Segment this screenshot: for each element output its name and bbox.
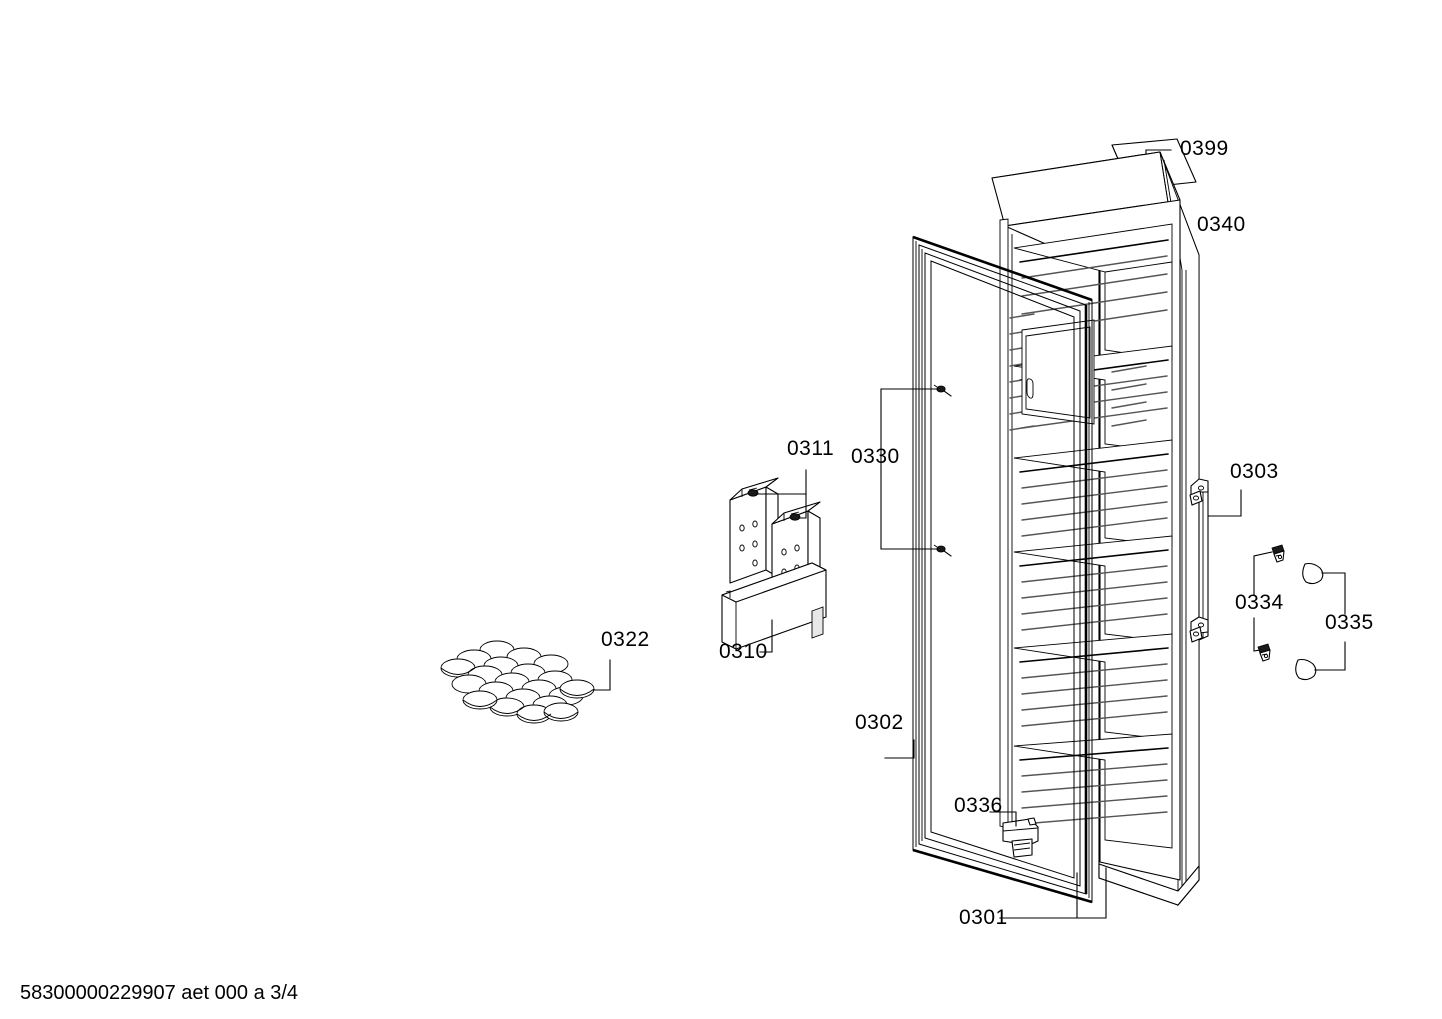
leader-0311 <box>756 469 807 519</box>
label-0311: 0311 <box>787 437 834 460</box>
door-shelf-tier-6 <box>1013 733 1173 849</box>
label-0335: 0335 <box>1325 611 1374 634</box>
leader-0301 <box>999 867 1107 919</box>
label-0310: 0310 <box>719 640 768 663</box>
door-shelf-tier-5 <box>1013 633 1173 741</box>
liner-side-slots-right <box>1111 365 1147 427</box>
leader-0322 <box>592 659 611 691</box>
part-0335-cap-lower <box>1295 658 1317 681</box>
label-0330: 0330 <box>851 445 900 468</box>
door-shelf-tier-1 <box>1013 223 1173 361</box>
ice-tray-depth <box>440 667 595 721</box>
part-0335-cap-upper <box>1302 562 1324 585</box>
part-0334-screw-upper <box>1271 544 1285 563</box>
leader-0334 <box>1253 551 1273 652</box>
part-0310-trim-bar <box>721 562 827 650</box>
label-0336: 0336 <box>954 794 1003 817</box>
label-group: 0399 0340 0311 0330 0303 0310 0322 0334 … <box>601 137 1374 929</box>
leader-0310 <box>759 619 773 653</box>
part-0303-door-handle <box>1189 478 1209 643</box>
part-0336-door-stop-bracket <box>1002 817 1039 858</box>
label-0301: 0301 <box>959 906 1008 929</box>
part-0301-door-gasket <box>912 235 1093 904</box>
footer-document-code: 58300000229907 aet 000 a 3/4 <box>20 982 298 1004</box>
leader-0303 <box>1208 489 1242 517</box>
part-0322-ice-cube-tray <box>440 640 595 724</box>
label-0322: 0322 <box>601 628 650 651</box>
part-0334-screw-lower <box>1257 643 1271 662</box>
leader-0330 <box>880 388 939 550</box>
dairy-compartment-panel <box>1021 319 1095 425</box>
label-0334: 0334 <box>1235 591 1284 614</box>
label-0302: 0302 <box>855 711 904 734</box>
leader-0336 <box>989 811 1017 827</box>
leader-0302 <box>884 739 915 759</box>
leader-0335 <box>1314 572 1346 671</box>
label-0303: 0303 <box>1230 460 1279 483</box>
label-0399: 0399 <box>1180 137 1229 160</box>
label-0340: 0340 <box>1197 213 1246 236</box>
part-0311-hinge-plate-a <box>729 477 779 584</box>
door-shelf-tier-3 <box>1013 439 1173 547</box>
part-0330-gasket-screw-lower <box>933 544 952 557</box>
